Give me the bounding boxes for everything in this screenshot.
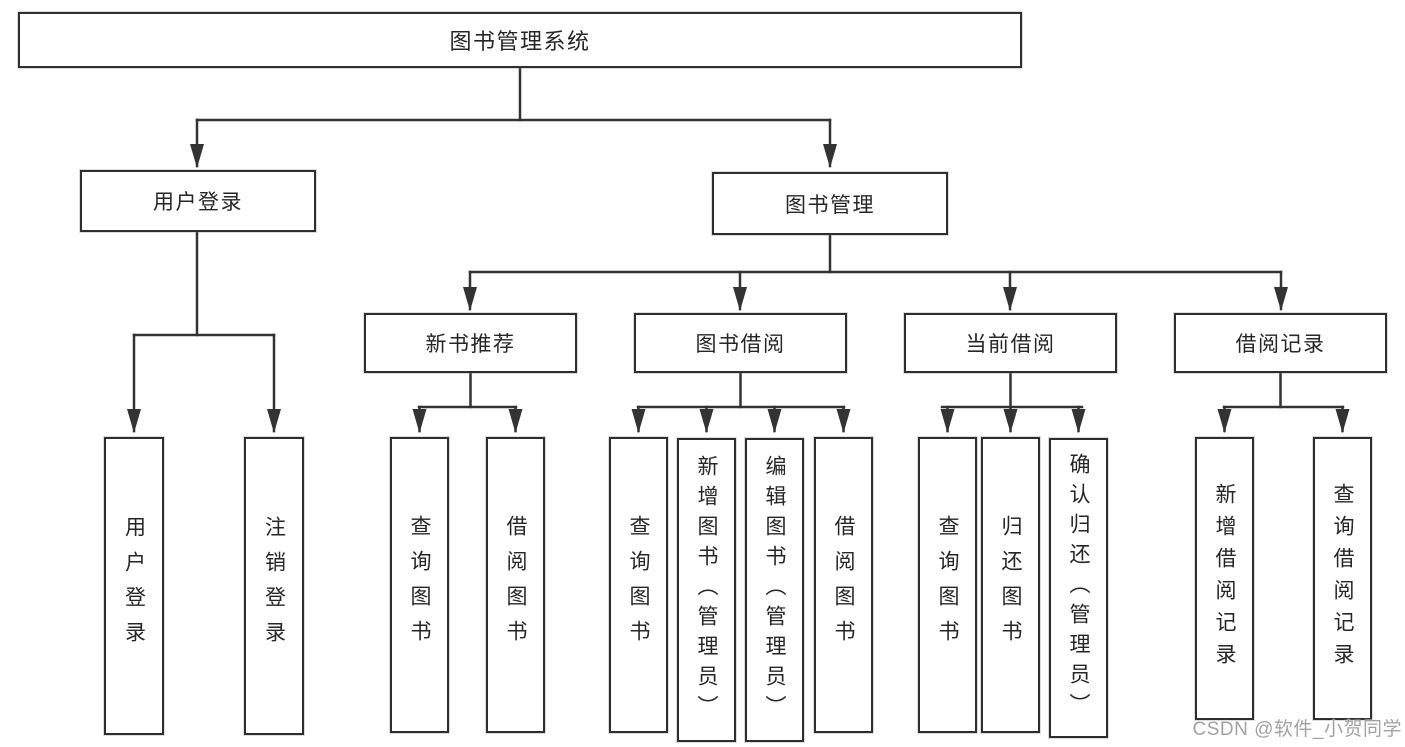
- leaf-query-borrow-record-label: 查询借阅记录: [1331, 482, 1354, 675]
- leaf-query-books-recommend-label: 查询图书: [408, 515, 431, 655]
- leaf-borrow-books-recommend-label: 借阅图书: [504, 515, 527, 655]
- node-current-borrow-label: 当前借阅: [965, 333, 1056, 356]
- node-borrow-records-label: 借阅记录: [1235, 333, 1326, 356]
- leaf-add-book-admin: 新增图书（管理员）: [677, 438, 736, 742]
- node-book-management-label: 图书管理: [785, 193, 875, 217]
- leaf-borrow-books-label: 借阅图书: [832, 515, 855, 655]
- leaf-user-login-label: 用户登录: [122, 516, 146, 656]
- leaf-return-book-label: 归还图书: [999, 515, 1022, 655]
- leaf-confirm-return-admin: 确认归还（管理员）: [1049, 438, 1108, 738]
- leaf-confirm-return-admin-label: 确认归还（管理员）: [1067, 453, 1090, 723]
- leaf-logout-label: 注销登录: [262, 516, 286, 656]
- leaf-query-books-recommend: 查询图书: [390, 437, 449, 733]
- leaf-add-borrow-record: 新增借阅记录: [1195, 437, 1254, 720]
- leaf-borrow-books: 借阅图书: [814, 437, 873, 733]
- node-user-login-label: 用户登录: [153, 191, 243, 214]
- leaf-query-books-current-label: 查询图书: [936, 515, 959, 655]
- node-book-borrow: 图书借阅: [634, 313, 847, 373]
- leaf-query-borrow-record: 查询借阅记录: [1313, 437, 1372, 720]
- watermark: CSDN @软件_小贺同学: [1192, 719, 1402, 740]
- node-current-borrow: 当前借阅: [904, 313, 1117, 373]
- leaf-add-borrow-record-label: 新增借阅记录: [1213, 482, 1236, 675]
- leaf-edit-book-admin: 编辑图书（管理员）: [745, 438, 804, 742]
- node-book-management: 图书管理: [712, 172, 948, 235]
- leaf-user-login: 用户登录: [104, 437, 164, 735]
- leaf-query-books-borrow: 查询图书: [609, 437, 668, 733]
- leaf-add-book-admin-label: 新增图书（管理员）: [695, 455, 718, 725]
- node-new-book-recommend-label: 新书推荐: [425, 333, 516, 356]
- leaf-borrow-books-recommend: 借阅图书: [486, 437, 545, 733]
- leaf-query-books-current: 查询图书: [918, 437, 977, 733]
- node-book-borrow-label: 图书借阅: [695, 333, 786, 356]
- node-borrow-records: 借阅记录: [1174, 313, 1387, 373]
- node-root: 图书管理系统: [18, 12, 1022, 68]
- leaf-logout: 注销登录: [244, 437, 304, 735]
- leaf-edit-book-admin-label: 编辑图书（管理员）: [763, 455, 786, 725]
- node-user-login: 用户登录: [80, 170, 316, 232]
- node-new-book-recommend: 新书推荐: [364, 313, 577, 373]
- leaf-return-book: 归还图书: [981, 437, 1040, 733]
- node-root-label: 图书管理系统: [449, 29, 591, 54]
- leaf-query-books-borrow-label: 查询图书: [627, 515, 650, 655]
